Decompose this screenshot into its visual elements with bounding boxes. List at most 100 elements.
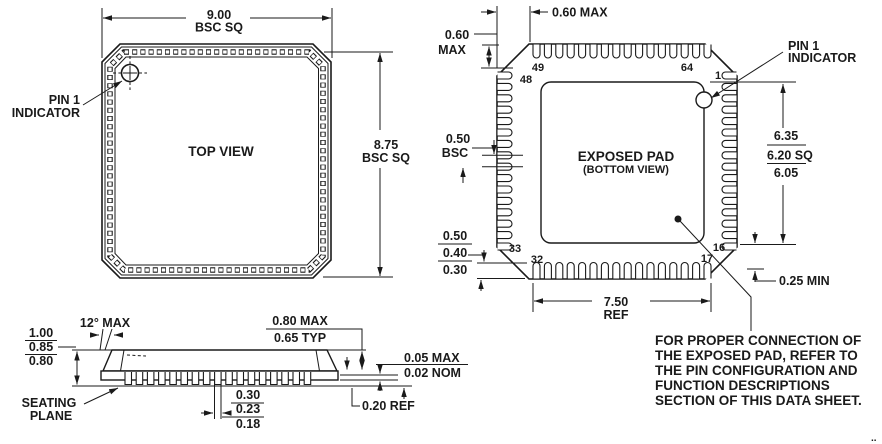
pin1-indicator-label-line1: PIN 1 <box>788 39 819 53</box>
note-line-5: SECTION OF THIS DATA SHEET. <box>655 393 862 408</box>
top-view-title: TOP VIEW <box>188 144 254 159</box>
dim-package-height-qual: BSC SQ <box>362 151 410 165</box>
side-lead-bars <box>124 372 312 386</box>
pin-slot <box>721 105 737 114</box>
pin-slots-bottom <box>532 261 712 279</box>
dim-body-typ: 0.65 TYP <box>274 331 326 345</box>
pin-number-64: 64 <box>681 62 694 74</box>
dim-pitch-value: 0.50 <box>446 132 470 146</box>
bottom-view: EXPOSED PAD (BOTTOM VIEW) 49 64 48 1 33 … <box>438 6 862 408</box>
pin-slot <box>543 44 552 59</box>
note-line-3: THE PIN CONFIGURATION AND <box>655 363 858 378</box>
pin1-notch <box>695 91 713 109</box>
pin-number-48: 48 <box>520 74 532 86</box>
package-inner-outline-2 <box>114 56 319 266</box>
pin-slot <box>180 372 189 386</box>
body-profile <box>101 349 339 372</box>
pin-slot <box>247 372 256 386</box>
pin-slot <box>497 94 513 103</box>
pin-number-33: 33 <box>509 243 521 255</box>
dim-lead-span-qual: REF <box>604 308 629 322</box>
pin-slot <box>497 139 513 148</box>
pin-slot <box>497 105 513 114</box>
seating-plane-leader-arrow <box>83 387 119 405</box>
dim-height-min: 0.80 <box>29 354 53 368</box>
pin-slot <box>225 372 233 386</box>
pin-number-17: 17 <box>701 253 713 265</box>
pin-slot <box>555 44 564 59</box>
pin-slot <box>600 261 609 279</box>
note-line-4: FUNCTION DESCRIPTIONS <box>655 378 830 393</box>
dim-pad-size-nom: 6.20 SQ <box>767 149 813 163</box>
pin-slot <box>146 372 155 386</box>
pin-slot <box>623 44 632 59</box>
pin-slot <box>555 261 564 279</box>
pin-slot <box>612 44 621 59</box>
pin-slot <box>721 71 737 80</box>
dim-package-width-value: 9.00 <box>207 8 231 22</box>
pin-slot <box>721 219 737 228</box>
side-view: 1.00 0.85 0.80 12° MAX 0.80 MAX 0.65 TYP… <box>22 314 468 431</box>
dim-lead-span-value: 7.50 <box>604 295 628 309</box>
pin1-leader-arrow <box>82 80 123 106</box>
dim-lead-width-nom: 0.23 <box>236 402 260 416</box>
body-inner-line <box>120 349 125 372</box>
dim-lead-width-min: 0.18 <box>236 417 260 431</box>
seating-plane-label-line2: PLANE <box>30 409 72 423</box>
pin-slot <box>589 44 598 59</box>
dim-height-nom: 0.85 <box>29 340 53 354</box>
angle-reference-line <box>99 328 104 351</box>
dim-package-width-qual: BSC SQ <box>195 21 243 35</box>
pin-slot <box>258 372 267 386</box>
pin-number-16: 16 <box>713 242 725 254</box>
pin-slot <box>612 261 621 279</box>
pin-slot <box>703 261 712 279</box>
pin1-indicator-label-line2: INDICATOR <box>12 106 80 120</box>
pin-slot <box>657 44 666 59</box>
dim-leader <box>334 328 363 350</box>
pin1-indicator-label-line1: PIN 1 <box>49 93 80 107</box>
pin-slot <box>202 372 211 386</box>
pin-slot <box>589 261 598 279</box>
pin-slot <box>497 117 513 126</box>
pin-slots-left <box>497 71 513 251</box>
pin-slot <box>497 185 513 194</box>
pad-reference-dot <box>674 215 682 223</box>
pin-slot <box>270 372 278 386</box>
dim-lead-length-max: 0.50 <box>443 229 467 243</box>
dim-pad-size-min: 6.05 <box>774 166 798 180</box>
pin-slot <box>497 196 513 205</box>
dim-lead-width-max: 0.30 <box>236 388 260 402</box>
body-inner-line <box>315 349 320 372</box>
pin-slot <box>566 44 575 59</box>
note-line-1: FOR PROPER CONNECTION OF <box>655 333 861 348</box>
pin-slot <box>623 261 632 279</box>
pin-slot <box>721 162 737 171</box>
dim-pad-size-max: 6.35 <box>774 129 798 143</box>
pin-slot <box>566 261 575 279</box>
pin-slots-top <box>532 44 712 59</box>
pin-slot <box>635 261 644 279</box>
note-leader-line <box>679 220 752 331</box>
dim-lead-length-min: 0.30 <box>443 263 467 277</box>
exposed-pad-title: EXPOSED PAD <box>578 149 675 164</box>
pin-slot <box>721 128 737 137</box>
note-line-2: THE EXPOSED PAD, REFER TO <box>655 348 858 363</box>
angle-reference-line <box>104 328 113 351</box>
dim-chamfer-value: 0.60 <box>445 28 469 42</box>
pin-slot <box>497 242 513 251</box>
pin-slot <box>657 261 666 279</box>
dim-leader <box>351 388 360 407</box>
dim-angle: 12° MAX <box>80 316 131 330</box>
dim-chamfer-qual: MAX <box>438 43 466 57</box>
pin1-indicator-label-line2: INDICATOR <box>788 51 856 65</box>
dim-thickness: 0.20 REF <box>362 399 415 413</box>
pin-slot <box>721 242 737 251</box>
pin-slot <box>680 44 689 59</box>
pin-slot <box>646 44 655 59</box>
page-artifact: .. <box>871 433 877 444</box>
pin-slot <box>158 372 166 386</box>
pin-slots-right <box>721 71 737 251</box>
pin-slot <box>692 44 701 59</box>
